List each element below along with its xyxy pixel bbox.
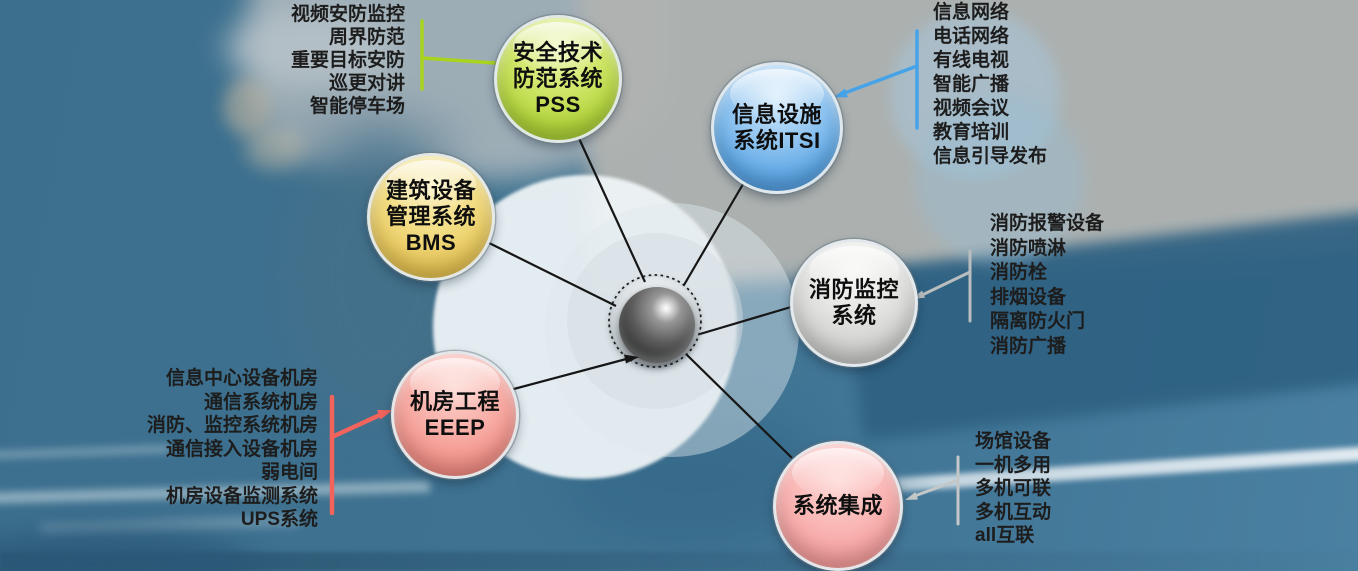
list-security-items: 视频安防监控周界防范重要目标安防巡更对讲智能停车场 [291,3,405,118]
bubble-label-line: 安全技术 [512,40,603,65]
list-item: 视频安防监控 [290,4,405,25]
bubble-fire-monitoring: 消防监控 系统 [790,239,918,367]
list-item: 信息引导发布 [933,146,1048,167]
list-item: 智能停车场 [309,96,405,117]
bubble-gloss [792,448,884,498]
list-item: 电话网络 [933,26,1010,47]
list-fire-monitoring-items: 消防报警设备消防喷淋消防栓排烟设备隔离防火门消防广播 [990,212,1104,359]
bubble-label-line: 系统 [831,303,877,328]
list-item: 消防喷淋 [990,237,1067,259]
list-item: 通信系统机房 [203,391,318,413]
list-item: 有线电视 [933,50,1010,71]
list-info-facility-items: 信息网络电话网络有线电视智能广播视频会议教育培训信息引导发布 [933,1,1047,169]
list-item: 消防栓 [990,262,1048,283]
list-item: 消防、监控系统机房 [146,415,318,436]
list-item: all互联 [975,525,1035,546]
bracket-server-room [329,394,393,516]
list-item: 一机多用 [975,454,1052,476]
bubble-security-tech: 安全技术 防范系统 PSS [494,15,622,143]
bubble-label-line: 管理系统 [385,204,476,229]
list-item: 视频会议 [933,98,1010,119]
list-item: 消防广播 [990,335,1067,357]
bubble-label-line: 消防监控 [808,277,899,302]
bubble-server-room: 机房工程 EEEP [391,351,519,479]
list-item: 隔离防火门 [990,311,1086,332]
background-bottom-band [0,552,1358,571]
list-item: 通信接入设备机房 [165,438,318,460]
bracket-system-integration [905,455,960,526]
bubble-label-line: 系统集成 [792,493,883,518]
bubble-info-facility: 信息设施 系统ITSI [711,62,843,194]
bubble-label-line: 防范系统 [512,66,603,91]
list-item: 机房设备监测系统 [165,485,318,507]
background-cloud [223,78,271,136]
list-item: 教育培训 [933,122,1010,143]
bubble-label-line: 机房工程 [409,389,500,414]
list-item: 重要目标安防 [290,50,405,71]
bubble-label-line: 建筑设备 [385,178,476,203]
bracket-fire-monitoring [912,249,972,323]
list-item: 信息中心设备机房 [165,368,318,389]
bracket-info-facility [834,29,919,130]
bubble-system-integration: 系统集成 [773,441,903,571]
list-item: 智能广播 [933,74,1010,95]
list-item: 信息网络 [933,2,1010,23]
list-item: 巡更对讲 [328,73,405,94]
bubble-building-equipment: 建筑设备 管理系统 BMS [367,153,495,281]
list-server-room-items: 信息中心设备机房通信系统机房消防、监控系统机房通信接入设备机房弱电间机房设备监测… [147,367,318,532]
list-item: 弱电间 [260,462,318,483]
background-cloud [245,128,307,170]
list-item: 排烟设备 [990,286,1067,308]
background-streak [0,444,171,460]
background-corner-shade [0,528,260,571]
list-item: 多机互动 [975,501,1052,523]
list-item: 周界防范 [328,27,405,48]
bubble-label-line: 信息设施 [731,102,822,127]
list-item: 多机可联 [975,478,1052,499]
bubble-label-line: EEEP [424,415,486,440]
list-item: UPS系统 [240,509,318,530]
bubble-label-line: 系统ITSI [733,128,821,153]
list-item: 场馆设备 [975,431,1052,452]
bubble-label-line: BMS [405,230,457,255]
bracket-security-tech [420,19,497,91]
list-item: 消防报警设备 [990,213,1105,234]
bubble-label-line: PSS [535,92,581,117]
central-knob-sphere [619,287,695,363]
